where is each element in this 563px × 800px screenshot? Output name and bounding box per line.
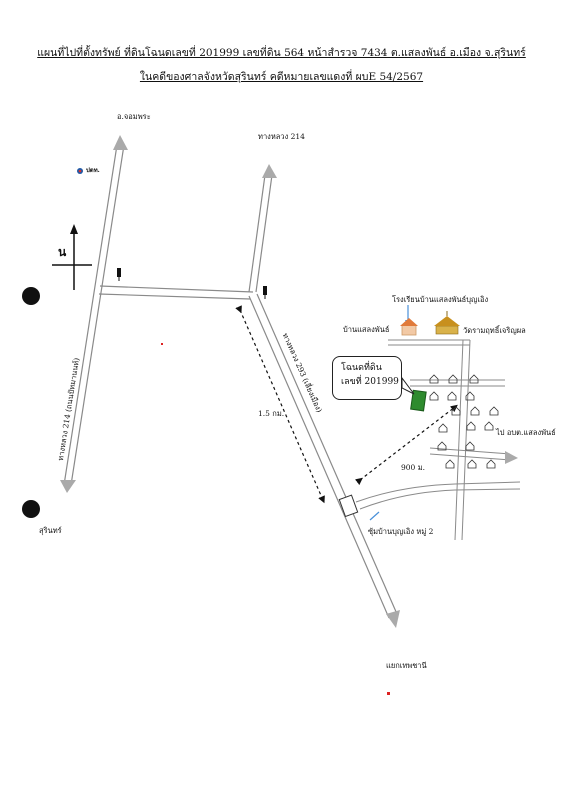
north-label: น xyxy=(58,245,67,259)
arrow-north-hwy214 xyxy=(262,164,277,178)
traffic-light-icon xyxy=(263,286,267,299)
label-junction: แยกเทพชานี xyxy=(386,661,427,670)
deed-callout-line2: เลขที่ 201999 xyxy=(341,377,399,387)
gate-marker xyxy=(338,494,359,518)
house-icons xyxy=(429,374,499,469)
highway-214-road xyxy=(63,144,125,486)
label-distance-1500m: 1.5 กม. xyxy=(258,409,285,418)
arrow-south-surin xyxy=(60,480,76,493)
red-mark xyxy=(161,343,163,345)
deed-callout-line1: โฉนดที่ดิน xyxy=(341,363,382,373)
highway-214-branch xyxy=(248,174,273,293)
label-to-obt: ไป อบต.แสลงพันธ์ xyxy=(496,428,556,437)
label-surin: สุรินทร์ xyxy=(39,526,62,535)
label-temple: วัดรามฤทธิ์เจริญผล xyxy=(463,326,526,335)
gate-pointer xyxy=(369,511,380,521)
label-ban-salaeng: บ้านแสลงพันธ์ xyxy=(343,325,390,334)
distance-line-1500m xyxy=(235,305,325,504)
arrow-north-jomphra xyxy=(113,135,128,150)
temple-icon xyxy=(434,311,460,335)
map-title-line2: ในคดีของศาลจังหวัดสุรินทร์ คดีหมายเลขแดง… xyxy=(139,71,424,83)
label-hwy214-top: ทางหลวง 214 xyxy=(258,132,305,141)
arrow-south-junction xyxy=(386,610,400,628)
arrow-east-obt xyxy=(505,451,518,464)
traffic-light-icon xyxy=(117,268,121,281)
connector-road xyxy=(98,285,254,300)
label-ptt: ปตท. xyxy=(86,167,100,174)
label-gate: ซุ้มบ้านบุญเอิง หมู่ 2 xyxy=(368,527,434,536)
bypass-road xyxy=(248,293,398,619)
north-arrow-icon xyxy=(52,228,92,290)
callout-pointer xyxy=(401,376,415,395)
map-title-line1: แผนที่ไปที่ตั้งทรัพย์ ที่ดินโฉนดเลขที่ 2… xyxy=(37,47,526,59)
red-mark xyxy=(387,692,390,695)
label-school: โรงเรียนบ้านแสลงพันธ์บุญเอิง xyxy=(392,295,489,304)
deed-callout: โฉนดที่ดิน เลขที่ 201999 xyxy=(332,356,402,400)
ptt-logo xyxy=(77,168,83,174)
school-icon xyxy=(400,318,418,336)
binder-hole xyxy=(22,287,40,305)
label-distance-900m: 900 ม. xyxy=(401,463,426,472)
label-jom-phra: อ.จอมพระ xyxy=(117,112,151,121)
binder-hole xyxy=(22,500,40,518)
land-parcel-201999 xyxy=(410,389,427,412)
distance-line-900m xyxy=(354,404,458,486)
